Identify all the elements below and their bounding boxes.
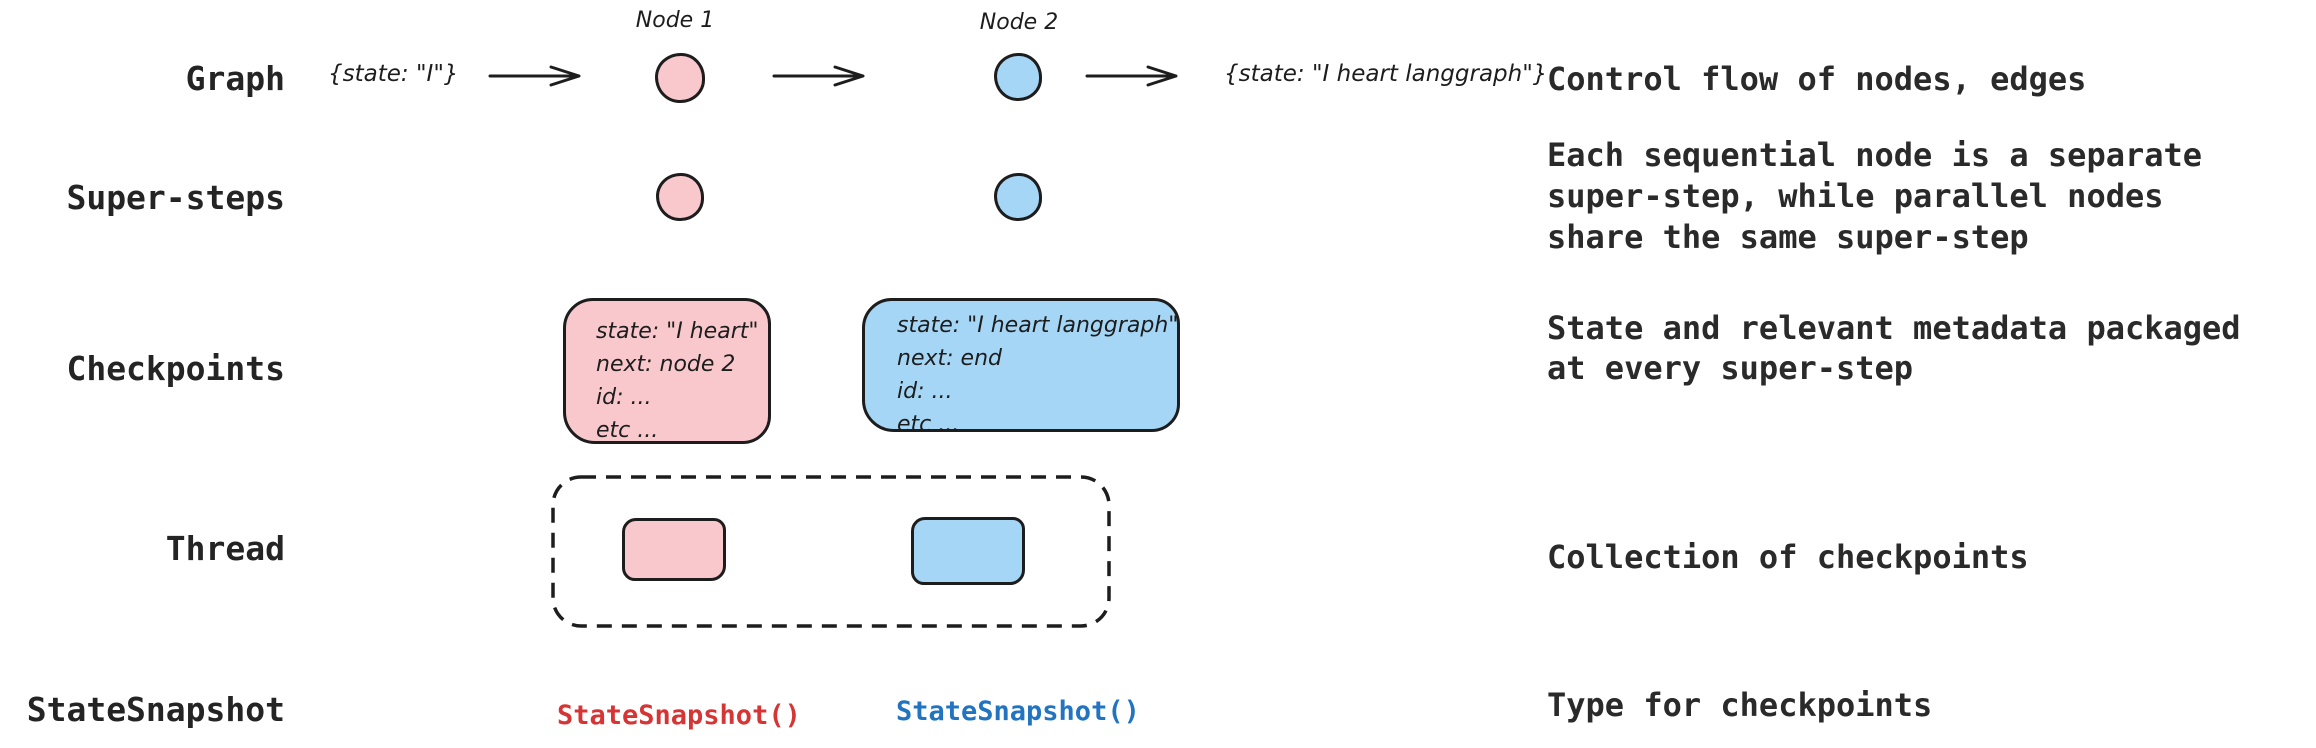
checkpoint1-line-state: state: "I heart" bbox=[596, 319, 759, 344]
checkpoint1-line-id: id: ... bbox=[596, 385, 652, 410]
checkpoint1-line-next: next: node 2 bbox=[596, 352, 736, 377]
node1-title: Node 1 bbox=[635, 8, 715, 33]
checkpoint1-box: state: "I heart" next: node 2 id: ... et… bbox=[563, 298, 771, 444]
node2-circle bbox=[994, 53, 1042, 101]
statesnapshot-call-node2: StateSnapshot() bbox=[896, 696, 1140, 727]
row-label-super-steps: Super-steps bbox=[66, 178, 285, 217]
node1-circle bbox=[655, 53, 705, 103]
desc-graph: Control flow of nodes, edges bbox=[1547, 60, 2087, 98]
row-label-thread: Thread bbox=[165, 529, 285, 568]
output-state-annotation: {state: "I heart langgraph"} bbox=[1224, 61, 1548, 87]
checkpoint1-line-etc: etc ... bbox=[596, 418, 659, 443]
super-step2-circle bbox=[994, 173, 1042, 221]
checkpoint2-line-id: id: ... bbox=[897, 379, 953, 404]
thread-dashed-container bbox=[551, 475, 1111, 628]
flow-arrow-input-to-node1 bbox=[488, 65, 581, 87]
desc-checkpoints: State and relevant metadata packaged at … bbox=[1547, 309, 2241, 387]
row-label-graph: Graph bbox=[185, 59, 285, 98]
row-label-statesnapshot: StateSnapshot bbox=[26, 690, 285, 729]
thread-checkpoint1-box bbox=[622, 518, 726, 581]
checkpoint2-box: state: "I heart langgraph" next: end id:… bbox=[862, 298, 1180, 437]
checkpoint2-line-state: state: "I heart langgraph" bbox=[897, 313, 1179, 338]
row-label-checkpoints: Checkpoints bbox=[66, 349, 285, 388]
checkpoint2-line-next: next: end bbox=[897, 346, 1002, 371]
desc-statesnapshot: Type for checkpoints bbox=[1547, 686, 1933, 724]
super-step1-circle bbox=[656, 173, 704, 221]
flow-arrow-node2-to-output bbox=[1085, 65, 1178, 87]
thread-checkpoint2-box bbox=[911, 517, 1025, 585]
statesnapshot-call-node1: StateSnapshot() bbox=[557, 700, 801, 731]
checkpoint2-line-etc: etc ... bbox=[897, 412, 960, 437]
node2-title: Node 2 bbox=[979, 10, 1059, 35]
desc-thread: Collection of checkpoints bbox=[1547, 538, 2029, 576]
input-state-annotation: {state: "I"} bbox=[328, 61, 459, 87]
flow-arrow-node1-to-node2 bbox=[772, 65, 865, 87]
desc-super-steps: Each sequential node is a separate super… bbox=[1547, 136, 2203, 256]
